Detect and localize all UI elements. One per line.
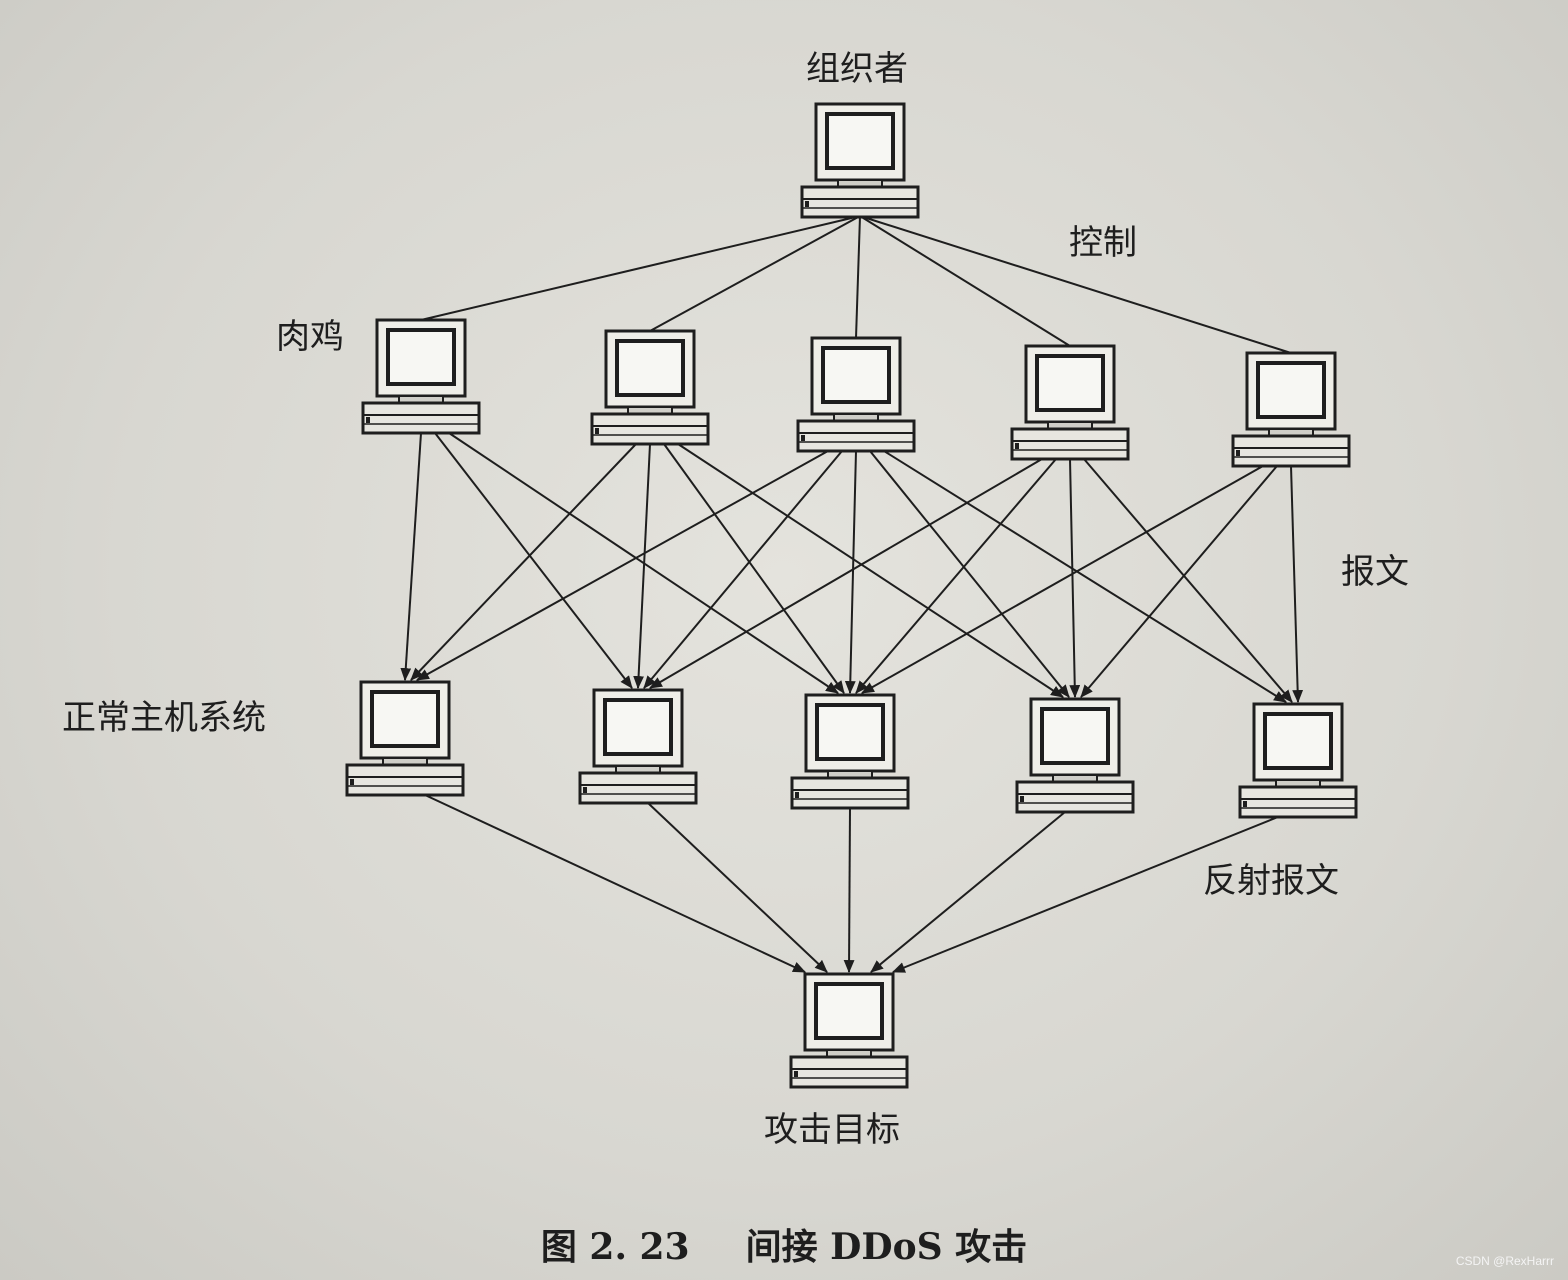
label-control: 控制 <box>1069 223 1137 263</box>
normal-host-computer-icon-5 <box>1238 702 1358 819</box>
figure-caption: 图 2. 23 间接 DDoS 攻击 <box>0 1218 1568 1270</box>
reflected-arrow-3 <box>843 807 855 974</box>
reflected-arrow-4 <box>870 811 1066 973</box>
packet-arrow-3-1 <box>416 450 829 681</box>
reflected-arrow-1 <box>424 794 806 973</box>
packet-arrow-5-5 <box>1290 465 1304 704</box>
label-zombie: 肉鸡 <box>276 317 344 357</box>
organizer-computer-icon <box>800 102 920 219</box>
zombie-computer-icon-4 <box>1010 344 1130 461</box>
packet-arrow-3-5 <box>883 450 1287 703</box>
packet-arrow-2-1 <box>410 443 637 681</box>
attack-target-computer-icon <box>789 972 909 1089</box>
packet-arrow-2-4 <box>677 443 1064 698</box>
packet-arrow-1-1 <box>400 432 422 682</box>
reflected-arrow-2 <box>647 802 828 973</box>
packet-arrow-4-3 <box>855 458 1057 694</box>
zombie-computer-icon-5 <box>1231 351 1351 468</box>
packet-arrow-3-4 <box>869 450 1070 698</box>
label-normal-host-system: 正常主机系统 <box>62 698 266 738</box>
control-line-5 <box>859 215 1292 354</box>
label-attack-target: 攻击目标 <box>764 1110 900 1150</box>
packet-arrow-5-4 <box>1080 465 1278 698</box>
figure-number: 图 2. 23 <box>540 1226 690 1268</box>
control-line-2 <box>649 215 861 332</box>
packet-arrow-3-2 <box>643 450 843 689</box>
watermark: CSDN @RexHarrr <box>1455 1254 1554 1268</box>
figure-title: 间接 DDoS 攻击 <box>745 1226 1028 1268</box>
packet-arrow-4-2 <box>649 458 1043 689</box>
packet-arrow-1-2 <box>434 432 633 689</box>
label-organizer: 组织者 <box>806 49 908 89</box>
packet-arrow-2-3 <box>663 443 845 694</box>
normal-host-computer-icon-2 <box>578 688 698 805</box>
zombie-computer-icon-2 <box>590 329 710 446</box>
control-line-4 <box>859 215 1071 347</box>
normal-host-computer-icon-3 <box>790 693 910 810</box>
label-reflected-packet: 反射报文 <box>1203 861 1339 901</box>
reflected-arrow-5 <box>891 816 1279 973</box>
control-line-3 <box>855 215 861 339</box>
packet-arrow-2-2 <box>633 443 651 690</box>
packet-arrow-4-5 <box>1083 458 1293 703</box>
zombie-computer-icon-3 <box>796 336 916 453</box>
control-line-1 <box>420 215 861 321</box>
connection-lines <box>400 215 1304 974</box>
normal-host-computer-icon-1 <box>345 680 465 797</box>
label-packet: 报文 <box>1341 552 1409 592</box>
packet-arrow-5-3 <box>861 465 1264 694</box>
normal-host-computer-icon-4 <box>1015 697 1135 814</box>
packet-arrow-3-3 <box>844 450 857 695</box>
zombie-computer-icon-1 <box>361 318 481 435</box>
packet-arrow-4-4 <box>1069 458 1081 699</box>
